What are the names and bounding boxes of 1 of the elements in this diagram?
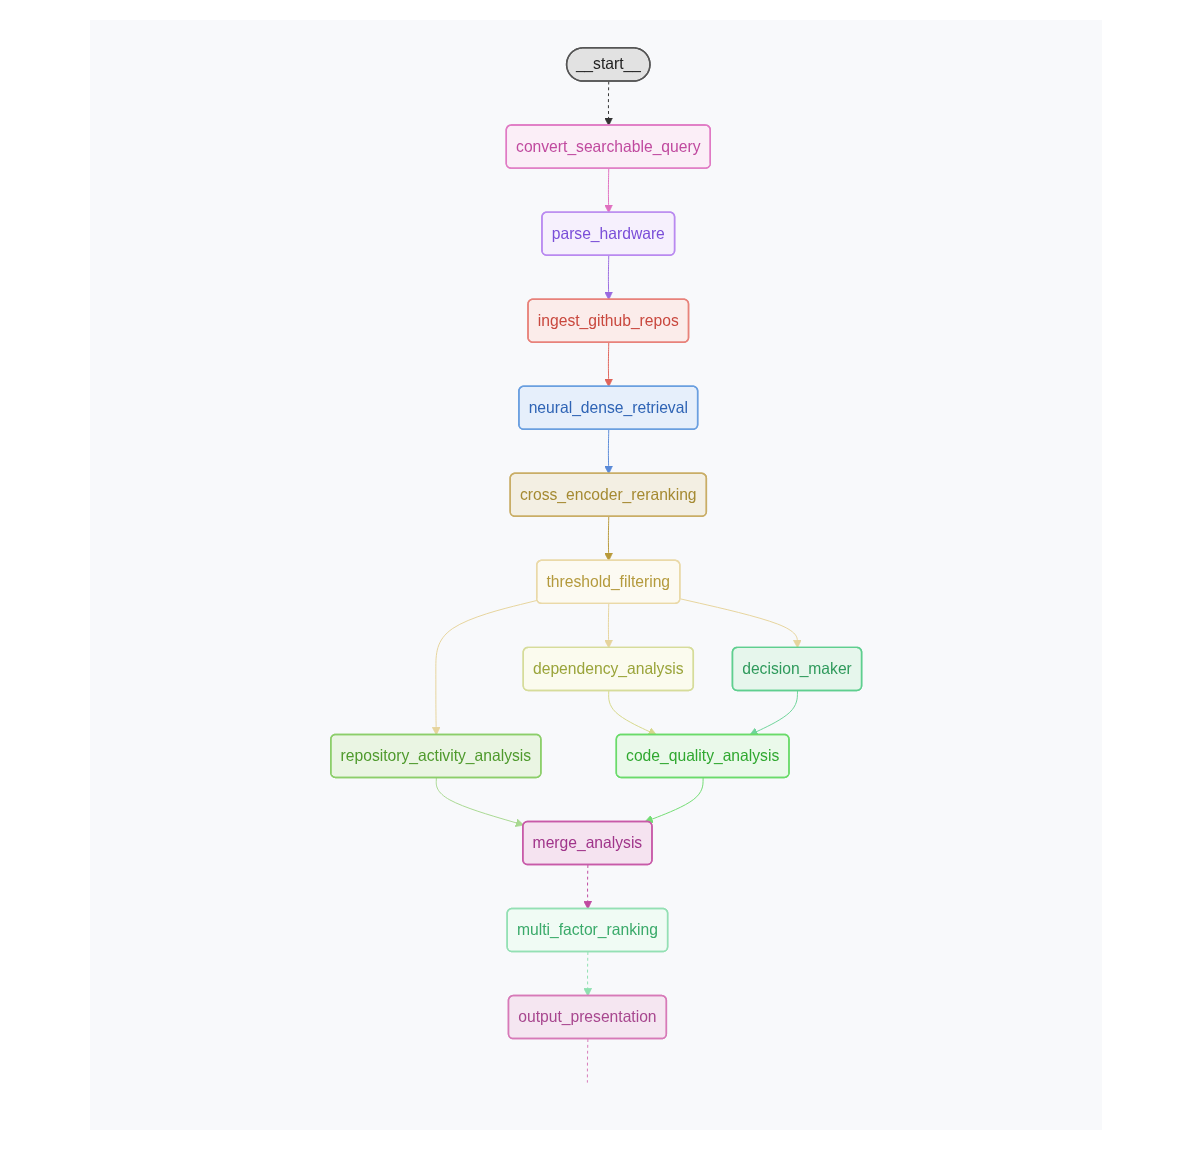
connector <box>586 1038 589 1084</box>
